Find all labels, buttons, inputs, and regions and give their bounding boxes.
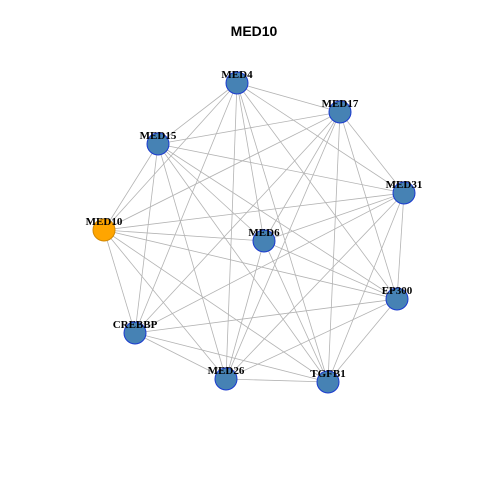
edge-med15-crebbp bbox=[134, 143, 159, 334]
edge-med17-med10 bbox=[103, 111, 341, 231]
node-label-ep300: EP300 bbox=[382, 285, 413, 297]
edge-med31-tgfb1 bbox=[327, 192, 405, 383]
edge-ep300-med26 bbox=[225, 298, 398, 380]
node-label-med10: MED10 bbox=[86, 216, 123, 228]
node-label-med17: MED17 bbox=[322, 98, 359, 110]
node-label-med4: MED4 bbox=[221, 69, 253, 81]
edge-med15-med26 bbox=[157, 143, 227, 380]
edge-med6-med26 bbox=[225, 240, 265, 380]
edge-med17-med26 bbox=[225, 111, 341, 380]
edge-med6-ep300 bbox=[263, 240, 398, 300]
edge-crebbp-med26 bbox=[134, 332, 227, 380]
diagram-title: MED10 bbox=[231, 23, 278, 39]
edge-med17-med15 bbox=[157, 111, 341, 145]
edge-med4-med10 bbox=[103, 82, 238, 231]
edge-med17-tgfb1 bbox=[327, 111, 341, 383]
edge-med4-med15 bbox=[157, 82, 238, 145]
edge-med4-med31 bbox=[236, 82, 405, 194]
node-med6[interactable] bbox=[252, 229, 276, 253]
edge-med17-med31 bbox=[339, 111, 405, 194]
edge-med26-tgfb1 bbox=[225, 378, 329, 383]
edge-med10-med26 bbox=[103, 229, 227, 380]
node-med31[interactable] bbox=[392, 181, 416, 205]
edge-crebbp-tgfb1 bbox=[134, 332, 329, 383]
edge-med15-med10 bbox=[103, 143, 159, 231]
edge-med31-med10 bbox=[103, 192, 405, 231]
node-med15[interactable] bbox=[146, 132, 170, 156]
node-med10[interactable] bbox=[92, 218, 116, 242]
node-label-tgfb1: TGFB1 bbox=[310, 368, 345, 380]
edge-med17-med6 bbox=[263, 111, 341, 242]
node-med17[interactable] bbox=[328, 100, 352, 124]
edge-med4-crebbp bbox=[134, 82, 238, 334]
edge-med4-ep300 bbox=[236, 82, 398, 300]
node-crebbp[interactable] bbox=[123, 321, 147, 345]
node-tgfb1[interactable] bbox=[316, 370, 340, 394]
node-label-med26: MED26 bbox=[208, 365, 245, 377]
edge-med4-med6 bbox=[236, 82, 265, 242]
edge-med4-med26 bbox=[225, 82, 238, 380]
edge-med17-crebbp bbox=[134, 111, 341, 334]
edge-med15-ep300 bbox=[157, 143, 398, 300]
node-ep300[interactable] bbox=[385, 287, 409, 311]
edge-med4-tgfb1 bbox=[236, 82, 329, 383]
node-label-med15: MED15 bbox=[140, 130, 177, 142]
edge-med31-med26 bbox=[225, 192, 405, 380]
node-label-crebbp: CREBBP bbox=[113, 319, 158, 331]
edge-layer bbox=[103, 82, 405, 383]
edge-med10-med6 bbox=[103, 229, 265, 242]
edge-med31-med6 bbox=[263, 192, 405, 242]
node-layer bbox=[92, 71, 416, 394]
edge-ep300-crebbp bbox=[134, 298, 398, 334]
node-med26[interactable] bbox=[214, 367, 238, 391]
edge-med31-ep300 bbox=[396, 192, 405, 300]
node-label-med6: MED6 bbox=[248, 227, 280, 239]
edge-med4-med17 bbox=[236, 82, 341, 113]
edge-med15-med6 bbox=[157, 143, 265, 242]
node-label-med31: MED31 bbox=[386, 179, 423, 191]
edge-med10-crebbp bbox=[103, 229, 136, 334]
edge-med15-med31 bbox=[157, 143, 405, 194]
edge-med10-ep300 bbox=[103, 229, 398, 300]
node-med4[interactable] bbox=[225, 71, 249, 95]
edge-ep300-tgfb1 bbox=[327, 298, 398, 383]
edge-med10-tgfb1 bbox=[103, 229, 329, 383]
edge-med6-tgfb1 bbox=[263, 240, 329, 383]
edge-med31-crebbp bbox=[134, 192, 405, 334]
